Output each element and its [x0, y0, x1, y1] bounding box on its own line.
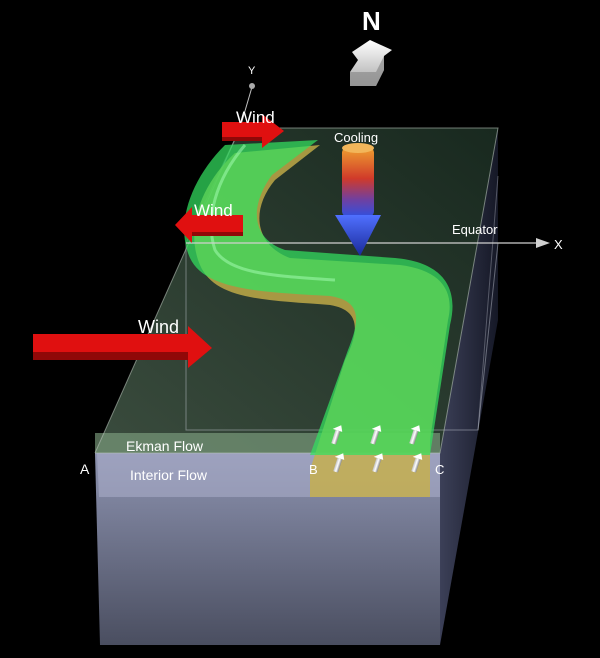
- y-axis: [239, 83, 255, 129]
- wind-label-top: Wind: [236, 108, 275, 127]
- upwelling-arrow-icon: [411, 453, 423, 473]
- upwelling-arrow-icon: [370, 425, 382, 445]
- x-axis-label: X: [554, 237, 563, 252]
- y-axis-marker: [249, 83, 255, 89]
- basin-right-face: [440, 128, 498, 645]
- equator-label: Equator: [452, 222, 498, 237]
- upwelling-arrow-icon: [372, 453, 384, 473]
- wind-arrow-middle-icon: [175, 207, 243, 243]
- upwelling-arrow-icon: [331, 425, 343, 445]
- y-axis-label: Y: [248, 65, 256, 77]
- ekman-flow-label: Ekman Flow: [126, 438, 204, 454]
- north-arrow-icon: [350, 40, 392, 86]
- inner-box-edge-right: [477, 175, 499, 431]
- x-axis-arrowhead: [536, 238, 550, 248]
- interior-flow-label: Interior Flow: [130, 467, 208, 483]
- current-band: [184, 140, 453, 497]
- wind-label-middle: Wind: [194, 201, 233, 220]
- point-c-label: C: [435, 462, 444, 477]
- cooling-label: Cooling: [334, 130, 378, 145]
- upwelling-markers: [331, 425, 423, 473]
- wind-arrow-bottom-icon: [33, 326, 212, 368]
- ekman-current-band: [184, 140, 453, 455]
- cooling-arrow-icon: [335, 143, 381, 256]
- north-label: N: [362, 6, 381, 36]
- wind-label-bottom: Wind: [138, 317, 179, 337]
- basin-front-face: [95, 453, 440, 645]
- point-a-label: A: [80, 461, 90, 477]
- ekman-current-highlight: [209, 144, 336, 282]
- wind-arrow-top-icon: [222, 114, 284, 148]
- upwelling-arrow-icon: [409, 425, 421, 445]
- upwelling-arrow-icon: [333, 453, 345, 473]
- point-b-label: B: [309, 462, 318, 477]
